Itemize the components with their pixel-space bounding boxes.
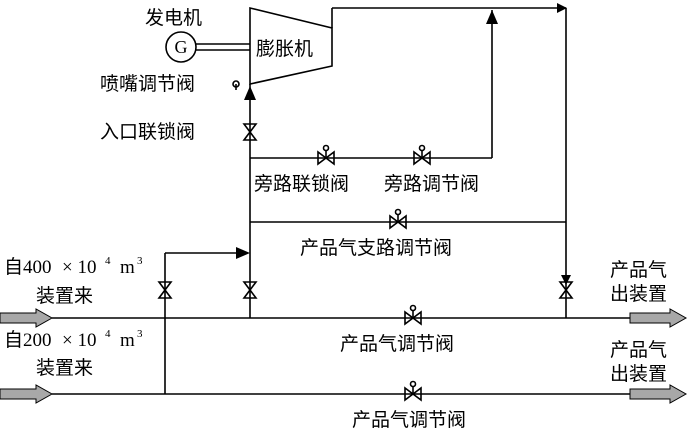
svg-text:出装置: 出装置 bbox=[610, 363, 667, 385]
product-valve-1-label: 产品气调节阀 bbox=[340, 333, 454, 355]
generator-label: 发电机 bbox=[145, 7, 202, 29]
source-400-label: 自400 × 10 4 m 3 装置来 bbox=[4, 255, 143, 307]
product-valve-2-label: 产品气调节阀 bbox=[352, 409, 466, 431]
source-200-label: 自200 × 10 4 m 3 装置来 bbox=[4, 328, 143, 379]
right-riser-valve[interactable] bbox=[558, 281, 574, 299]
inlet-interlock-label: 入口联锁阀 bbox=[100, 121, 195, 143]
expander-label: 膨胀机 bbox=[256, 38, 313, 60]
svg-text:3: 3 bbox=[137, 255, 143, 267]
generator-symbol: G bbox=[175, 37, 188, 57]
bypass-arrow bbox=[486, 10, 498, 24]
inlet-arrow-400 bbox=[0, 308, 54, 328]
product-out-1-label: 产品气 出装置 bbox=[610, 259, 667, 305]
svg-text:4: 4 bbox=[105, 328, 111, 340]
svg-text:出装置: 出装置 bbox=[610, 283, 667, 305]
svg-text:产品气: 产品气 bbox=[610, 339, 667, 361]
branch-control-label: 产品气支路调节阀 bbox=[300, 237, 452, 259]
svg-text:装置来: 装置来 bbox=[36, 285, 93, 307]
svg-text:4: 4 bbox=[105, 255, 111, 267]
inlet-arrow bbox=[244, 86, 256, 100]
svg-text:m: m bbox=[120, 330, 135, 351]
inlet-arrow-200 bbox=[0, 384, 54, 404]
bypass-interlock-valve[interactable] bbox=[317, 144, 335, 166]
bypass-control-label: 旁路调节阀 bbox=[384, 173, 479, 195]
svg-text:m: m bbox=[120, 257, 135, 278]
bypass-interlock-label: 旁路联锁阀 bbox=[254, 173, 349, 195]
inlet-interlock-valve[interactable] bbox=[242, 123, 258, 141]
svg-text:装置来: 装置来 bbox=[36, 357, 93, 379]
svg-text:产品气: 产品气 bbox=[610, 259, 667, 281]
bypass-control-valve[interactable] bbox=[413, 144, 431, 166]
outlet-arrow-2 bbox=[629, 384, 688, 404]
product-valve-2[interactable] bbox=[404, 380, 422, 402]
product-valve-1[interactable] bbox=[404, 304, 422, 326]
cross-connect-valve[interactable] bbox=[157, 281, 173, 299]
nozzle-valve-label: 喷嘴调节阀 bbox=[100, 73, 195, 95]
branch-control-valve[interactable] bbox=[389, 208, 407, 230]
svg-text:自200: 自200 bbox=[4, 329, 52, 351]
svg-text:自400: 自400 bbox=[4, 256, 52, 278]
inlet-riser-valve[interactable] bbox=[242, 281, 258, 299]
expander-body bbox=[249, 6, 333, 85]
outlet-arrow-1 bbox=[629, 308, 688, 328]
product-out-2-label: 产品气 出装置 bbox=[610, 339, 667, 385]
svg-text:3: 3 bbox=[137, 328, 143, 340]
svg-text:× 10: × 10 bbox=[62, 330, 96, 351]
feed-arrow bbox=[236, 247, 250, 259]
generator: G bbox=[165, 31, 197, 63]
svg-text:× 10: × 10 bbox=[62, 257, 96, 278]
